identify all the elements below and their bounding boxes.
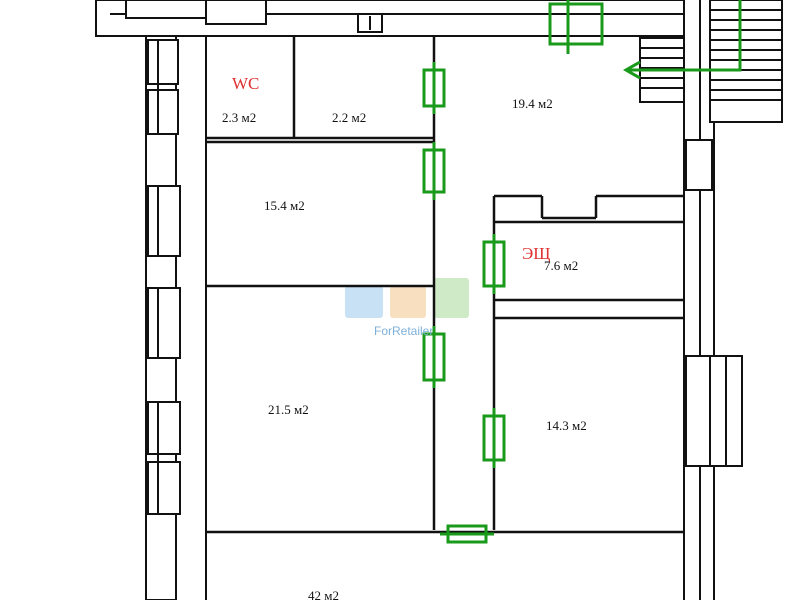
door-marker [422,142,446,200]
wc-label: WC [232,74,260,93]
entrance-arrow [622,0,742,80]
room-area-office-2: 21.5 м2 [268,402,309,417]
elec-room-label: ЭЩ [522,244,551,263]
door-marker [440,524,494,544]
walls [95,0,783,600]
door-marker [482,234,506,294]
entrance-marker [548,0,604,54]
room-area-wc-right: 2.2 м2 [332,110,367,125]
door-markers [422,0,604,544]
room-area-hall: 19.4 м2 [512,96,553,111]
room-area-office-3: 14.3 м2 [546,418,587,433]
room-area-office-1: 15.4 м2 [264,198,305,213]
door-marker [422,62,446,114]
room-area-wc-left: 2.3 м2 [222,110,257,125]
watermark-icons [345,278,469,318]
watermark-text: ForRetailer [374,324,434,338]
room-area-bottom: 42 м2 [308,588,339,603]
door-marker [422,326,446,388]
room-area-elec: 7.6 м2 [544,258,579,273]
door-marker [482,408,506,468]
